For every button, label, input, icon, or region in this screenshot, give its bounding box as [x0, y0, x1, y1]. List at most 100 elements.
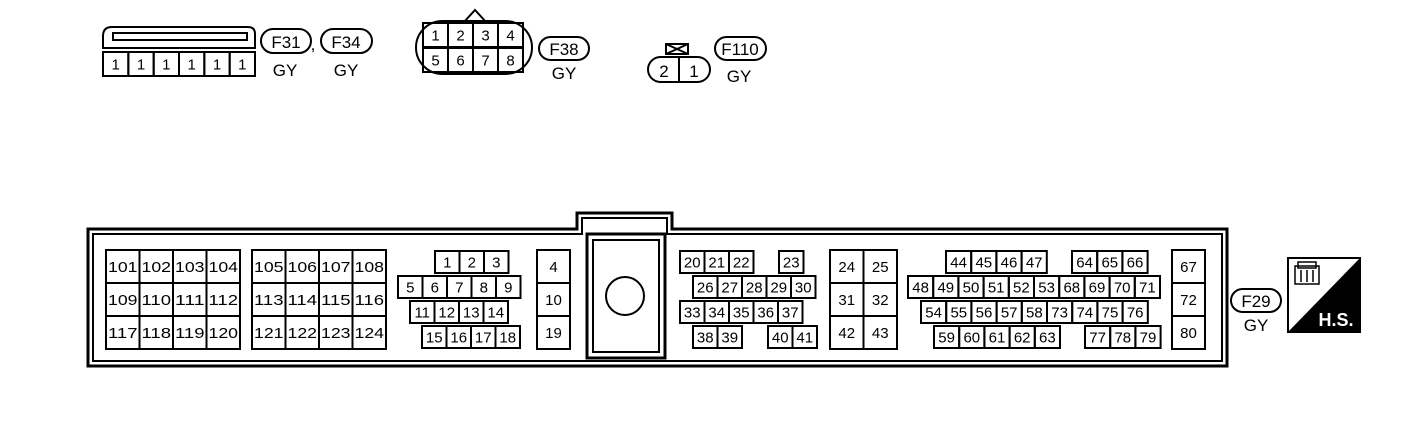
connector-f29-housing [86, 211, 1229, 368]
pin-number: 37 [782, 304, 799, 321]
color-label-f34: GY [334, 61, 359, 80]
pin-number: 119 [175, 325, 205, 342]
pin-number: 24 [838, 259, 855, 276]
pin-number: 2 [456, 27, 464, 44]
pin-cell [1134, 325, 1162, 349]
pin-number: 39 [721, 329, 738, 346]
pin-number: 4 [549, 259, 557, 276]
pin-number: 8 [506, 52, 514, 69]
pin-number: 19 [545, 325, 562, 342]
pin-number: 114 [288, 292, 318, 309]
pin-number: 40 [772, 329, 789, 346]
pin-number: 38 [697, 329, 714, 346]
pin-number: 102 [142, 259, 172, 276]
pin-cell [1121, 250, 1149, 274]
pin-number: 112 [209, 292, 239, 309]
pin-cell [790, 275, 817, 299]
pin-number: 25 [872, 259, 889, 276]
connector-label-f38: F38 [538, 36, 590, 61]
connector-id-f34: F34 [331, 33, 360, 52]
pin-number: 51 [988, 279, 1005, 296]
pin-number: 6 [456, 52, 464, 69]
pin-cell [716, 325, 743, 349]
pin-number: 34 [708, 304, 725, 321]
pin-number: 1 [431, 27, 439, 44]
pin-number: 16 [450, 329, 467, 346]
pin-number: 13 [463, 304, 480, 321]
pin-cell [1121, 300, 1149, 324]
pin-number: 1 [443, 254, 451, 271]
pin-cell [1033, 325, 1062, 349]
pin-number: 12 [438, 304, 455, 321]
pin-number: 47 [1026, 254, 1043, 271]
pin-number: 71 [1139, 279, 1156, 296]
pin-number: 5 [431, 52, 439, 69]
pin-number: 66 [1127, 254, 1144, 271]
pin-number: 27 [721, 279, 738, 296]
pin-number: 115 [321, 292, 351, 309]
pin-number: 73 [1051, 304, 1068, 321]
pin-number: 1 [111, 56, 119, 73]
connector-f110 [647, 43, 711, 83]
pin-number: 1 [187, 56, 195, 73]
pin-number: 103 [175, 259, 205, 276]
pin-number: 5 [406, 279, 414, 296]
pin-number: 74 [1076, 304, 1093, 321]
pin-number: 1 [137, 56, 145, 73]
pin-number: 101 [108, 259, 138, 276]
pin-number: 41 [796, 329, 813, 346]
pin-cell [482, 300, 509, 324]
pin-number: 23 [783, 254, 800, 271]
pin-cell [1020, 250, 1048, 274]
pin-number: 118 [142, 325, 172, 342]
connector-f38 [415, 8, 533, 75]
pin-number: 20 [684, 254, 701, 271]
pin-number: 111 [175, 292, 205, 309]
hs-label: H.S. [1318, 310, 1353, 330]
pin-number: 63 [1039, 329, 1056, 346]
pin-number: 7 [481, 52, 489, 69]
f110-pin: 2 [659, 62, 668, 81]
pin-number: 59 [938, 329, 955, 346]
pin-number: 1 [162, 56, 170, 73]
pin-number: 65 [1101, 254, 1118, 271]
pin-number: 105 [254, 259, 284, 276]
pin-cell [351, 315, 387, 350]
connector-id-f38: F38 [549, 40, 578, 59]
pin-number: 107 [321, 259, 351, 276]
pin-cell [494, 325, 521, 349]
pin-number: 36 [757, 304, 774, 321]
pin-number: 123 [321, 325, 351, 342]
pin-number: 52 [1013, 279, 1030, 296]
pin-number: 54 [925, 304, 942, 321]
pin-number: 80 [1180, 325, 1197, 342]
pin-number: 28 [746, 279, 763, 296]
pin-number: 10 [545, 292, 562, 309]
pin-number: 3 [492, 254, 500, 271]
pin-number: 22 [733, 254, 750, 271]
pin-cell [862, 315, 898, 350]
pin-number: 3 [481, 27, 489, 44]
pin-number: 69 [1089, 279, 1106, 296]
pin-number: 104 [209, 259, 239, 276]
pin-cell [495, 275, 522, 299]
pin-number: 32 [872, 292, 889, 309]
pin-cell [483, 250, 510, 274]
pin-number: 109 [108, 292, 138, 309]
connector-housing-icon [1294, 261, 1320, 285]
pin-number: 49 [937, 279, 954, 296]
pin-number: 120 [209, 325, 239, 342]
pin-number: 50 [963, 279, 980, 296]
pin-number: 67 [1180, 259, 1197, 276]
pin-cell [228, 51, 257, 77]
pin-number: 121 [254, 325, 284, 342]
pin-number: 124 [355, 325, 385, 342]
pin-number: 116 [355, 292, 385, 309]
pin-cell [1133, 275, 1162, 299]
pin-number: 45 [975, 254, 992, 271]
pin-number: 43 [872, 325, 889, 342]
color-label-f38: GY [552, 64, 577, 83]
pin-number: 1 [213, 56, 221, 73]
